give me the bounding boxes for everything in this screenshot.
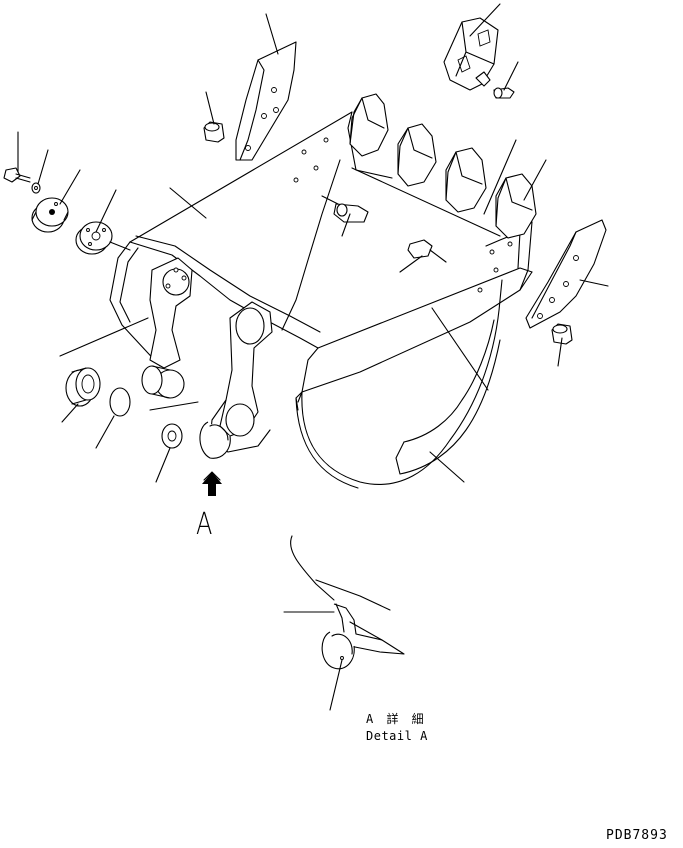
detail-a-view — [284, 536, 404, 710]
bucket-boss-plates — [142, 258, 272, 458]
leader-lines — [18, 4, 608, 482]
side-cutter-right — [526, 220, 606, 328]
view-arrow — [202, 472, 222, 496]
side-cutter-left — [236, 42, 296, 160]
figure-code: PDB7893 — [606, 828, 668, 843]
detail-caption-english: Detail A — [366, 729, 428, 743]
tooth-adapter — [444, 18, 498, 90]
bushing — [66, 368, 182, 448]
tooth — [350, 94, 536, 238]
spacer — [32, 198, 68, 232]
view-marker-label: A — [196, 507, 213, 542]
washer — [32, 183, 40, 193]
bucket-body — [110, 112, 532, 488]
detail-caption-japanese: A 詳 細 — [366, 712, 427, 726]
nut — [204, 122, 572, 344]
shim — [76, 222, 130, 254]
bolt — [4, 88, 514, 262]
